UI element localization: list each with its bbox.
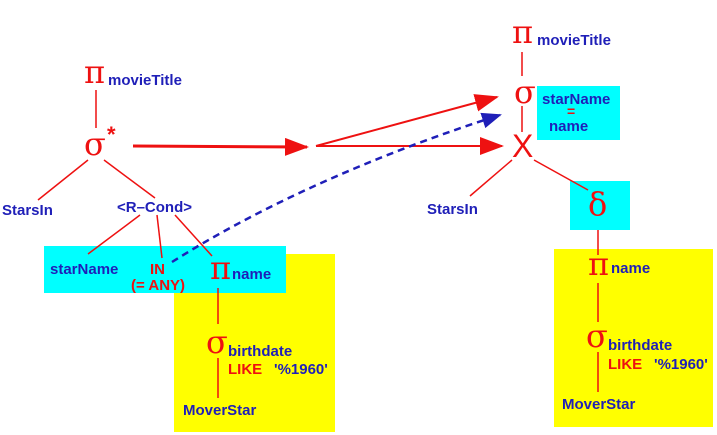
right-moviestar-label: MoverStar [562, 396, 636, 413]
right-pi-sub-symbol: π [588, 245, 610, 283]
right-delta-cyan-box [570, 181, 630, 230]
right-like-keyword: LIKE [608, 356, 643, 373]
right-cross-symbol: X [512, 128, 534, 164]
right-sigma-sub-symbol: σ [586, 317, 608, 355]
edge-rcond-starname [87, 214, 141, 255]
left-sigma-symbol: σ [84, 125, 106, 163]
right-sigma-sub-subscript: birthdate [608, 337, 673, 354]
right-pi-symbol: π [512, 13, 534, 51]
edge-rcond-in [156, 214, 163, 259]
left-moviestar-label: MoverStar [183, 402, 257, 419]
left-condition-cyan-box [44, 246, 286, 293]
left-pi-sub-symbol: π [210, 249, 232, 287]
right-subquery-yellow-box [554, 249, 713, 427]
arrow-to-sigma-right [315, 94, 499, 147]
left-pi-symbol: π [84, 53, 106, 91]
right-cond-name: name [549, 118, 589, 135]
left-rcond-label: <R–Cond> [117, 199, 193, 216]
right-pi-subscript: movieTitle [537, 32, 611, 49]
edge-sigma-rcond-left [103, 159, 156, 199]
left-like-keyword: LIKE [228, 361, 263, 378]
right-like-pattern: '%1960' [654, 356, 708, 373]
edge-cross-delta-right [533, 159, 589, 191]
transform-arrow [132, 137, 309, 156]
right-sigma-symbol: σ [514, 73, 536, 111]
right-cond-starname: starName [542, 91, 611, 108]
right-starsin-label: StarsIn [427, 201, 478, 218]
left-sigma-sub-symbol: σ [206, 323, 228, 361]
left-starsin-label: StarsIn [2, 202, 53, 219]
left-sigma-sub-subscript: birthdate [228, 343, 293, 360]
right-condition-cyan-box [537, 86, 620, 140]
right-delta-symbol: δ [588, 185, 608, 223]
left-in-label: IN [150, 261, 165, 278]
left-pi-sub-subscript: name [232, 266, 272, 283]
right-cond-eq: = [567, 103, 576, 119]
right-pi-sub-subscript: name [611, 260, 651, 277]
blue-dashed-arrow [171, 112, 502, 264]
edge-cross-starsin-right [469, 159, 513, 197]
left-like-pattern: '%1960' [274, 361, 328, 378]
edge-rcond-pi [174, 214, 213, 257]
left-starname-label: starName [50, 261, 119, 278]
left-pi-subscript: movieTitle [108, 72, 182, 89]
edge-sigma-starsin-left [37, 159, 89, 201]
left-eq-any-label: (= ANY) [131, 277, 186, 294]
left-sigma-star: * [107, 122, 116, 147]
